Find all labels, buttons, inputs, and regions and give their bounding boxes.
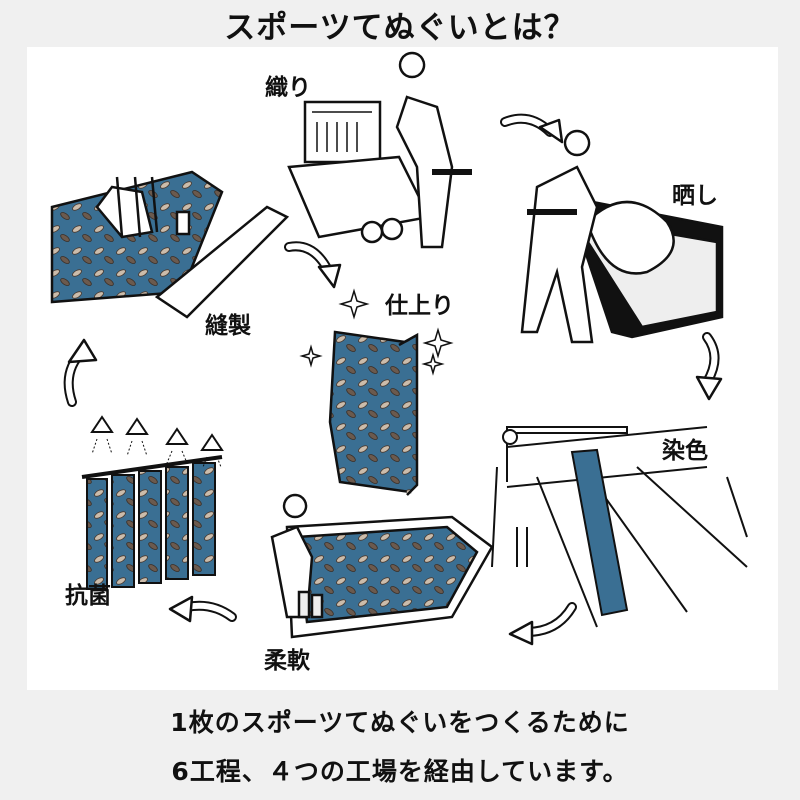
page-title: スポーツてぬぐいとは？ (224, 10, 576, 46)
step-label-sewing: 縫製 (205, 313, 251, 339)
step-label-finished: 仕上り (385, 293, 454, 319)
step-label-softening: 柔軟 (264, 648, 310, 674)
sewing-illustration (50, 170, 290, 319)
antibacterial-illustration (81, 415, 224, 590)
softening-illustration (270, 493, 494, 639)
process-illustration (50, 51, 748, 646)
caption-line-1: 1枚のスポーツてぬぐいをつくるために (170, 708, 630, 737)
finished-towel-illustration (299, 288, 454, 496)
weaving-illustration (287, 51, 472, 249)
dyeing-illustration (491, 426, 748, 628)
step-label-bleaching: 晒し (672, 183, 718, 209)
caption-line-2: 6工程、４つの工場を経由しています。 (171, 757, 629, 786)
step-label-weaving: 織り (265, 75, 311, 101)
process-diagram: 織り 晒し 染色 柔軟 抗菌 縫製 仕上り (27, 47, 778, 690)
bleaching-illustration (520, 129, 724, 344)
step-label-dyeing: 染色 (662, 438, 708, 464)
step-label-antibacterial: 抗菌 (65, 583, 111, 609)
